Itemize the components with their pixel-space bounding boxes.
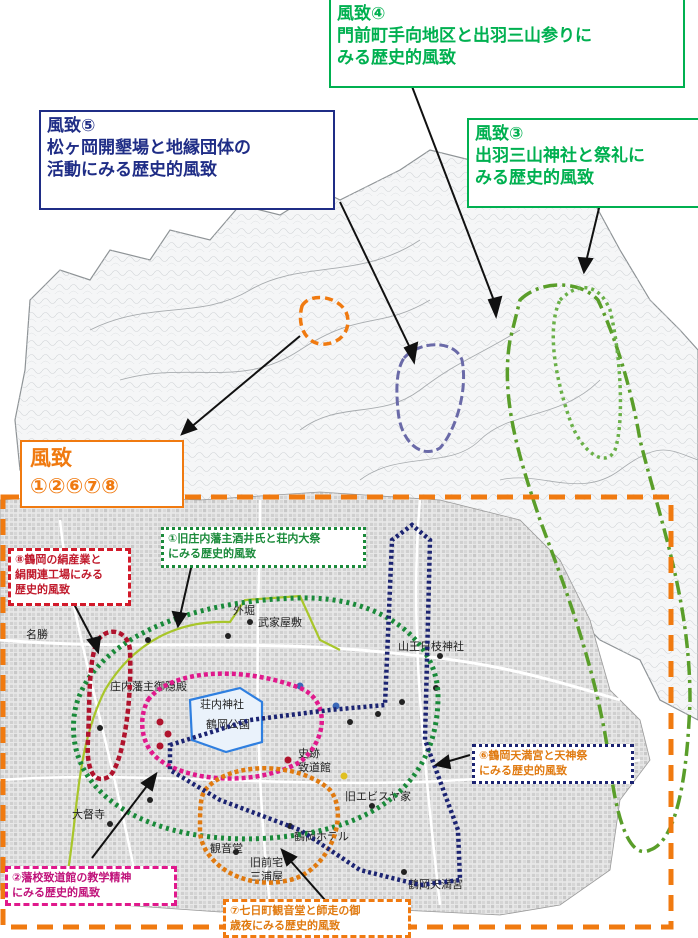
place-chidokan: 致道館 (298, 760, 331, 774)
item8-line1: ⑧鶴岡の絹産業と (15, 553, 102, 566)
item8-line2: 絹関連工場にみる (15, 567, 103, 581)
fuchi-main-nums: ①②⑥⑦⑧ (30, 474, 119, 499)
fuchi4-line2: みる歴史的風致 (337, 48, 456, 69)
loop-5-matsugaoka (395, 343, 466, 454)
place-shonai-goten: 庄内藩主御隠殿 (110, 679, 187, 693)
place-meishou: 名勝 (26, 627, 48, 641)
place-keishosha: 荘内神社 (200, 697, 244, 711)
place-gaibori: 外堀 (233, 604, 255, 617)
district-loops (71, 283, 692, 888)
label-fuchi-5: 風致⑤ 松ヶ岡開墾場と地縁団体の 活動にみる歴史的風致 (39, 110, 335, 210)
loop-3-dewa-sanzan (551, 285, 623, 460)
fuchi3-head: 風致③ (475, 124, 524, 144)
fuchi3-line2: みる歴史的風致 (475, 168, 594, 189)
fuchi5-line2: 活動にみる歴史的風致 (47, 160, 217, 181)
loop-4-tamuke (505, 283, 692, 854)
place-sanno: 山王日枝神社 (398, 639, 464, 653)
fuchi5-line1: 松ヶ岡開墾場と地縁団体の (47, 138, 251, 159)
label-item-7: ⑦七日町観音堂と師走の御 歳夜にみる歴史的風致 (223, 899, 411, 938)
fuchi4-head: 風致④ (337, 4, 386, 24)
place-kannondo: 観音堂 (210, 841, 243, 855)
label-item-1: ①旧庄内藩主酒井氏と荘内大祭 にみる歴史的風致 (161, 527, 366, 568)
label-item-8: ⑧鶴岡の絹産業と 絹関連工場にみる 歴史的風致 (8, 548, 131, 606)
label-fuchi-main: 風致 ①②⑥⑦⑧ (20, 440, 184, 508)
loop-small-orange (298, 295, 350, 346)
place-tsuruoka-park: 鶴岡公園 (206, 717, 250, 731)
place-tsuruoka-hotel: 鶴岡ホテル (294, 829, 349, 843)
place-bugeyashiki: 武家屋敷 (258, 615, 302, 629)
loop-2-chidokan (140, 671, 324, 781)
terrain-region (14, 139, 698, 721)
fuchi4-line1: 門前町手向地区と出羽三山参りに (337, 26, 592, 47)
label-fuchi-3: 風致③ 出羽三山神社と祭礼に みる歴史的風致 (467, 118, 698, 208)
place-daitokuji: 大督寺 (72, 807, 105, 821)
label-item-2: ②藩校致道館の教学精神 にみる歴史的風致 (5, 866, 177, 906)
label-item-6: ⑥鶴岡天満宮と天神祭 にみる歴史的風致 (472, 744, 634, 784)
place-kyu-ebisuya: 旧エビスヤ家 (345, 789, 411, 803)
item7-line1: ⑦七日町観音堂と師走の御 (230, 904, 361, 917)
item8-line3: 歴史的風致 (15, 582, 70, 596)
item2-line1: ②藩校致道館の教学精神 (12, 871, 132, 884)
item2-line2: にみる歴史的風致 (12, 885, 100, 899)
fuchi5-head: 風致⑤ (47, 116, 96, 136)
item7-line2: 歳夜にみる歴史的風致 (230, 918, 340, 932)
item1-line2: にみる歴史的風致 (168, 546, 256, 560)
loop-6-tenmangu (167, 522, 463, 888)
loop-7-kannondo (197, 766, 341, 885)
label-fuchi-4: 風致④ 門前町手向地区と出羽三山参りに みる歴史的風致 (329, 0, 685, 88)
leader-arrows (73, 75, 601, 901)
fuchi-main-head: 風致 (30, 446, 72, 470)
fuchi3-line1: 出羽三山神社と祭礼に (475, 146, 645, 167)
place-nishimon: 旧前宅 (250, 855, 283, 869)
item6-line2: にみる歴史的風致 (479, 763, 567, 777)
urban-area (0, 491, 651, 916)
item1-line1: ①旧庄内藩主酒井氏と荘内大祭 (168, 532, 321, 545)
place-shiseki: 史跡 (298, 746, 320, 760)
item6-line1: ⑥鶴岡天満宮と天神祭 (479, 749, 588, 762)
